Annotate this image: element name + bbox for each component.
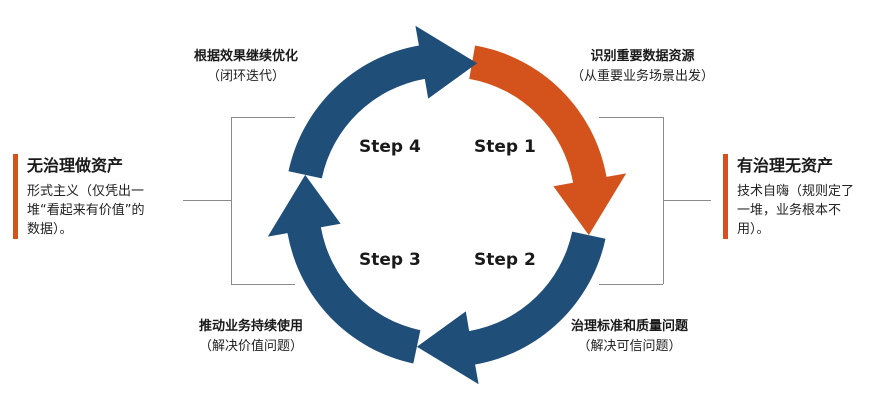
step-3-label: Step 3 [359,250,421,270]
left-note-line: 堆“看起来有价值”的 [27,203,145,218]
right-bracket-bottom [599,284,663,285]
right-note-box: 有治理无资产 技术自嗨（规则定了 一堆，业务根本不 用）。 [723,154,887,239]
step-2-label: Step 2 [474,250,536,270]
left-note-description: 形式主义（仅凭出一 堆“看起来有价值”的 数据）。 [27,182,187,239]
left-bracket-bottom [231,284,295,285]
right-note-description: 技术自嗨（规则定了 一堆，业务根本不 用）。 [737,182,887,239]
left-bracket-top [231,117,295,118]
step-1-caption: 识别重要数据资源 （从重要业务场景出发） [571,47,714,87]
right-note-heading: 有治理无资产 [737,156,834,175]
step-4-caption: 根据效果继续优化 （闭环迭代） [194,47,298,87]
step-1-label: Step 1 [474,137,536,157]
step-2-caption: 治理标准和质量问题 （解决可信问题） [571,317,688,357]
left-note-box: 无治理做资产 形式主义（仅凭出一 堆“看起来有价值”的 数据）。 [13,154,187,239]
step-2-arrow [416,231,606,385]
right-bracket-connector [663,200,711,201]
left-bracket-vertical [231,117,232,284]
step-1-arrow [469,45,627,236]
left-note-heading: 无治理做资产 [27,156,124,175]
right-note-line: 一堆，业务根本不 [737,203,842,218]
step-4-title: 根据效果继续优化 [194,49,299,64]
step-3-subtitle: （解决价值问题） [199,339,304,354]
step-3-caption: 推动业务持续使用 （解决价值问题） [199,317,303,357]
right-bracket-top [599,117,663,118]
left-bracket-connector [183,200,231,201]
right-note-line: 用）。 [737,222,770,237]
step-4-subtitle: （闭环迭代） [207,69,286,84]
step-3-title: 推动业务持续使用 [199,319,304,334]
left-note-line: 数据）。 [27,222,73,237]
left-note-line: 形式主义（仅凭出一 [27,184,145,199]
step-4-arrow [288,25,478,179]
right-note-line: 技术自嗨（规则定了 [737,184,855,199]
step-2-subtitle: （解决可信问题） [577,339,682,354]
step-1-subtitle: （从重要业务场景出发） [571,69,715,84]
step-1-title: 识别重要数据资源 [590,49,695,64]
step-2-title: 治理标准和质量问题 [571,319,689,334]
step-4-label: Step 4 [359,137,421,157]
step-3-arrow [267,174,421,364]
